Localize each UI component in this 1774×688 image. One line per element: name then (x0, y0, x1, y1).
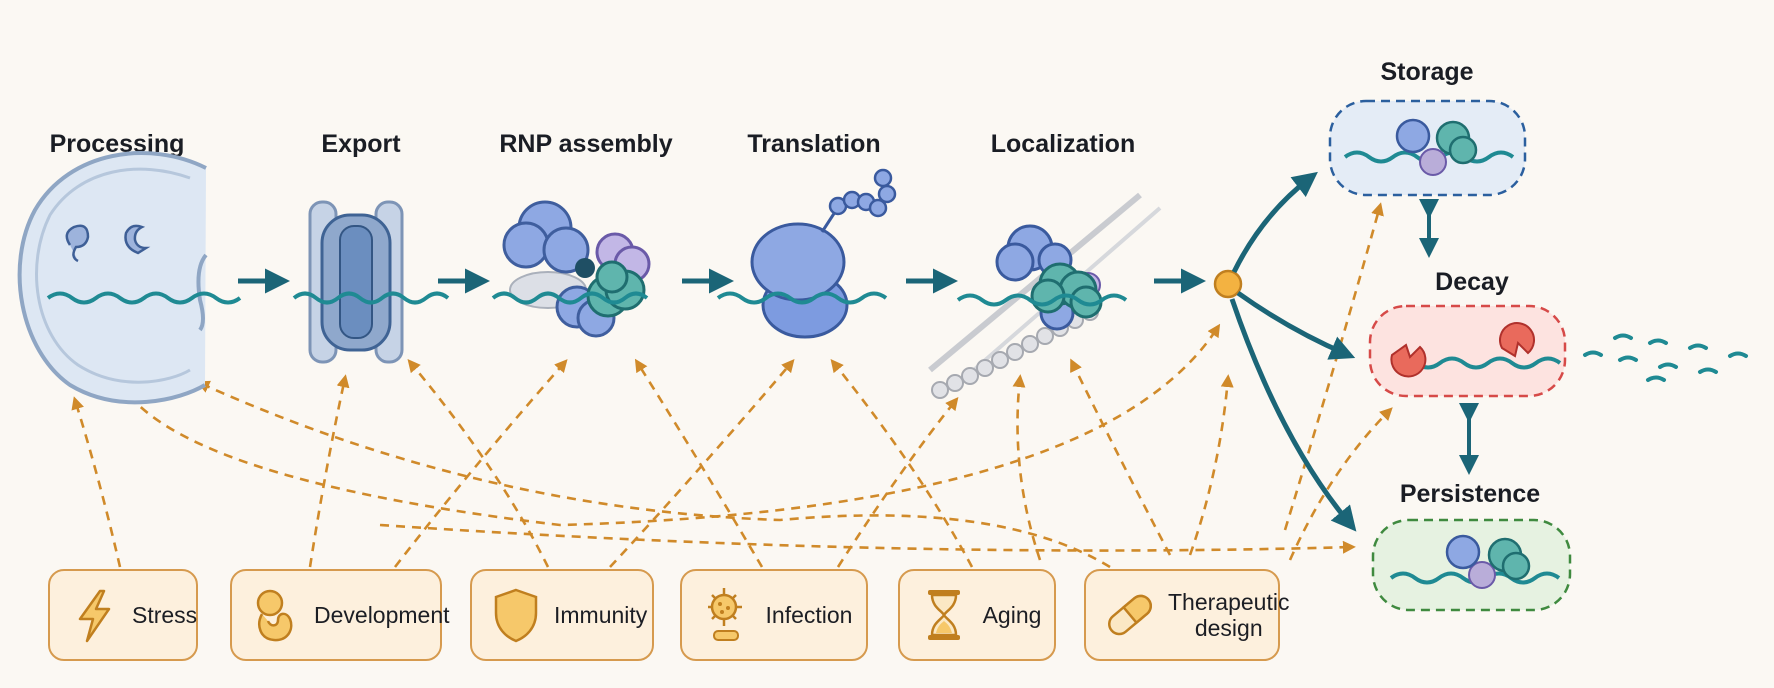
regulation-arrow (1288, 407, 1393, 561)
fate-arrow-persistence (1229, 298, 1357, 532)
factor-label: Development (314, 602, 450, 628)
ribosome-icon (750, 168, 897, 339)
exonuclease-icon (1499, 322, 1535, 358)
capsule-icon (1108, 594, 1152, 636)
factor-label: Infection (765, 602, 853, 628)
stage-label: Localization (991, 130, 1135, 158)
nucleus-icon (17, 151, 208, 405)
regulation-arrow (1012, 374, 1042, 561)
regulation-arrow (379, 523, 1356, 554)
exonuclease-icon (1390, 343, 1427, 378)
regulation-arrow (308, 374, 350, 568)
regulation-arrow (71, 396, 122, 568)
stage-label: Export (321, 130, 401, 158)
mrna-strand (491, 291, 649, 305)
decay-body (1368, 304, 1567, 398)
storage-granule (1328, 99, 1527, 197)
regulation-arrow (118, 323, 1221, 527)
stage-label: Translation (747, 130, 880, 158)
regulation-arrow (1283, 202, 1384, 531)
mrna-strand (292, 291, 450, 305)
lightning-icon (78, 589, 111, 643)
regulation-arrows (71, 202, 1393, 569)
regulation-arrow (830, 358, 974, 568)
regulation-arrow (836, 396, 959, 568)
stage-label: RNP assembly (499, 130, 672, 158)
degraded-fragments (1583, 333, 1748, 382)
factor-box-development: Development (230, 569, 450, 661)
regulation-arrow (407, 359, 550, 568)
fate-arrows (1229, 171, 1357, 532)
virus-icon (708, 588, 742, 641)
mrna-strand (46, 291, 242, 305)
shield-icon (494, 588, 538, 643)
factor-label: Therapeutic design (1168, 589, 1290, 641)
storage-label: Storage (1380, 58, 1473, 86)
branch-point (1213, 269, 1243, 299)
regulation-arrow (634, 358, 764, 568)
factor-box-stress: Stress (48, 569, 198, 661)
fate-arrow-storage (1231, 171, 1318, 274)
exchange-arrow (1419, 199, 1479, 475)
factor-label: Immunity (554, 602, 648, 628)
regulation-arrow (196, 380, 1111, 569)
regulation-arrow (393, 359, 568, 568)
nuclear-pore-icon (308, 200, 404, 364)
factor-box-immunity: Immunity (470, 569, 654, 661)
fate-arrow-decay (1236, 290, 1356, 360)
embryo-icon (256, 589, 293, 642)
factor-box-therapeutic-design: Therapeutic design (1084, 569, 1289, 661)
regulation-arrow (1188, 374, 1234, 556)
factor-box-infection: Infection (680, 569, 868, 661)
factor-label: Stress (132, 602, 198, 628)
decay-label: Decay (1435, 268, 1509, 296)
mrna-strand (956, 293, 1128, 307)
mrna-strand (716, 291, 888, 305)
factor-label: Aging (982, 602, 1042, 628)
hourglass-icon (928, 590, 960, 640)
factor-box-aging: Aging (898, 569, 1056, 661)
rnp-complex-icon (502, 200, 651, 338)
persistence-label: Persistence (1400, 480, 1540, 508)
persistence-body (1371, 518, 1572, 612)
regulation-arrow (609, 359, 795, 568)
